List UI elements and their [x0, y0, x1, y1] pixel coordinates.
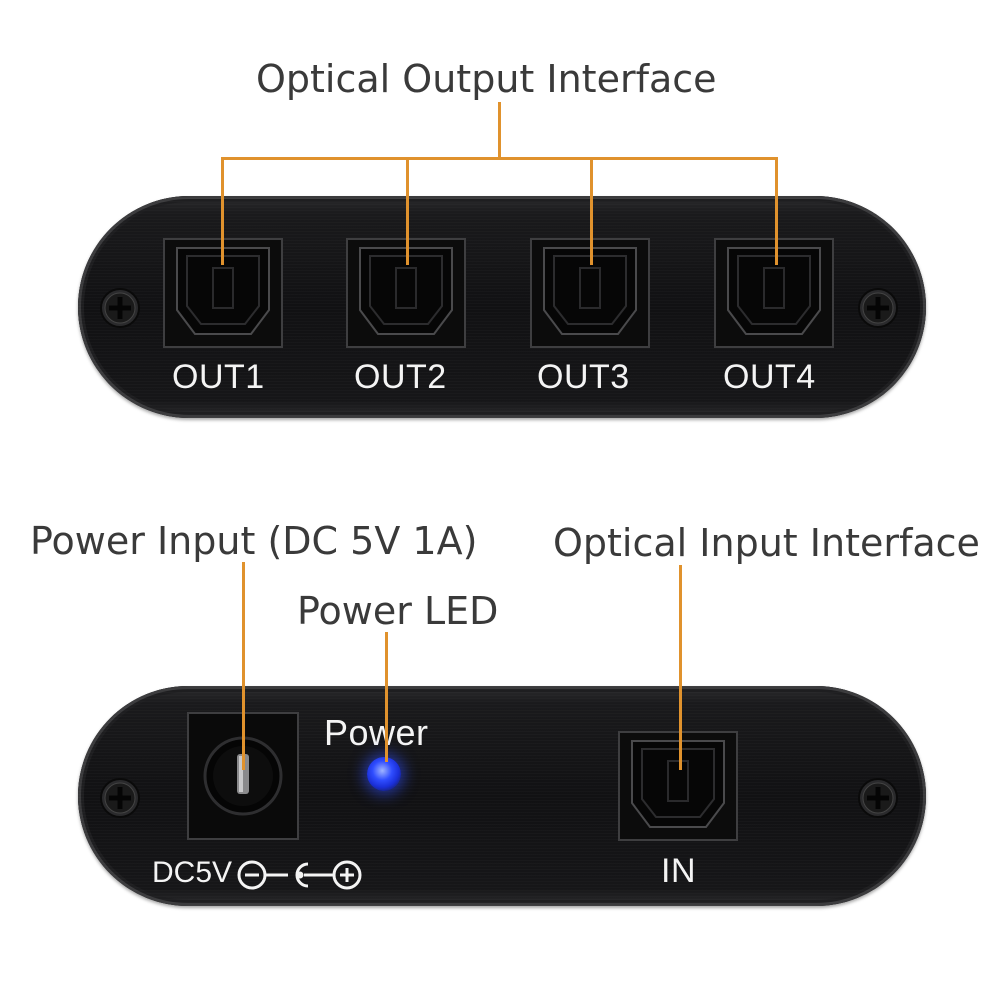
leader-line: [406, 157, 409, 265]
leader-line: [590, 157, 593, 265]
optical-output-callout: Optical Output Interface: [256, 57, 717, 101]
leader-line: [221, 157, 778, 160]
screw-icon: [858, 778, 898, 818]
power-led-indicator: [367, 757, 401, 791]
leader-line: [242, 562, 245, 770]
port-label-out1: OUT1: [172, 358, 265, 396]
port-label-out4: OUT4: [723, 358, 816, 396]
dc-caption: DC5V: [152, 856, 233, 889]
optical-output-port-4[interactable]: [714, 238, 834, 348]
leader-line: [385, 632, 388, 762]
optical-input-callout: Optical Input Interface: [553, 521, 980, 565]
port-label-out2: OUT2: [354, 358, 447, 396]
leader-line: [775, 157, 778, 265]
power-led-label: Power: [324, 712, 429, 753]
port-label-in: IN: [661, 852, 696, 890]
leader-line: [498, 102, 501, 160]
polarity-icon: [237, 860, 362, 890]
optical-output-port-3[interactable]: [530, 238, 650, 348]
optical-input-port[interactable]: [618, 731, 738, 841]
leader-line: [679, 565, 682, 770]
optical-output-port-1[interactable]: [163, 238, 283, 348]
leader-line: [221, 157, 224, 265]
screw-icon: [100, 778, 140, 818]
power-led-callout: Power LED: [297, 589, 499, 633]
screw-icon: [858, 288, 898, 328]
power-input-callout: Power Input (DC 5V 1A): [30, 519, 478, 563]
port-label-out3: OUT3: [537, 358, 630, 396]
optical-output-port-2[interactable]: [346, 238, 466, 348]
screw-icon: [100, 288, 140, 328]
